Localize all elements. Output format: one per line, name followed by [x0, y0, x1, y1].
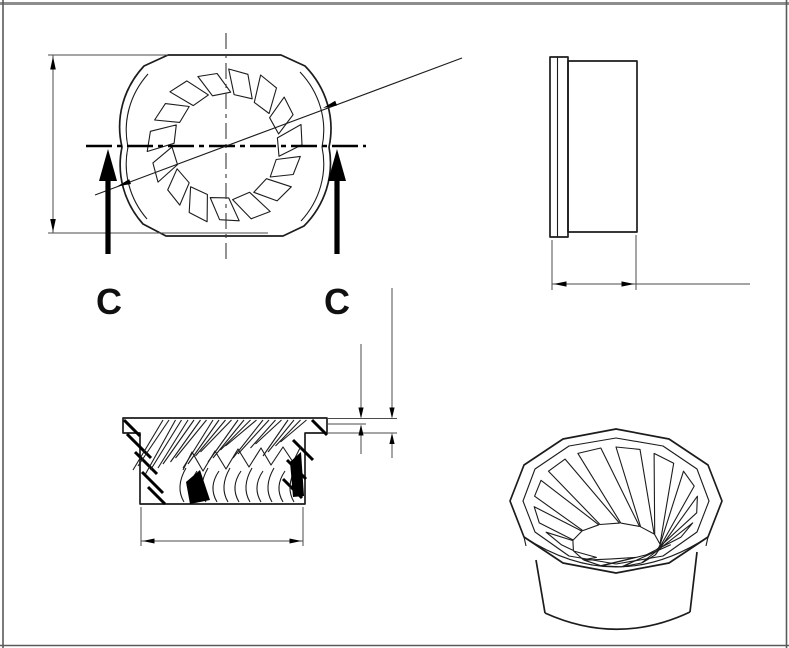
- section-cut-arrow-right: [328, 149, 346, 254]
- section-serration: [132, 419, 307, 504]
- iso-rim-band: [523, 536, 709, 568]
- front-height-dimension: [48, 54, 268, 234]
- flange-thickness-dimensions: [327, 288, 397, 458]
- section-outline: [122, 417, 328, 505]
- diameter-leader: [94, 57, 463, 196]
- iso-serration: [533, 446, 698, 568]
- section-label-left: C: [96, 281, 122, 322]
- front-outer-profile: [118, 54, 332, 237]
- section-cut-arrow-left: [99, 149, 117, 254]
- side-body: [567, 60, 638, 233]
- side-view: [549, 56, 750, 290]
- iso-rim: [509, 428, 723, 574]
- section-view: [122, 288, 397, 546]
- section-label-right: C: [324, 281, 350, 322]
- isometric-view: [509, 428, 723, 631]
- side-depth-dimension: [551, 235, 750, 290]
- section-width-dimension: [140, 507, 304, 546]
- iso-body: [535, 551, 698, 631]
- side-flange: [549, 56, 569, 238]
- front-view: [48, 33, 463, 259]
